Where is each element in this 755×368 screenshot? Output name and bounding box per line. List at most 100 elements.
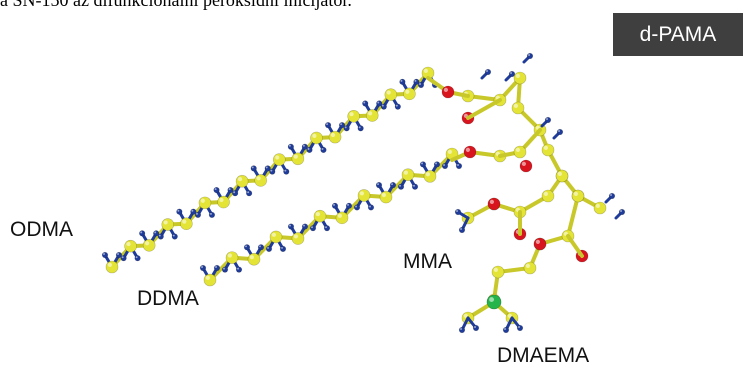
hydrogen-atom	[235, 266, 243, 273]
carbon-atom-highlight	[337, 213, 342, 218]
hydrogen-atom-highlight	[421, 162, 423, 165]
hydrogen-atom	[134, 255, 141, 262]
hydrogen-atom	[508, 70, 516, 78]
hydrogen-atom-highlight	[209, 212, 212, 215]
hydrogen-atom	[139, 230, 146, 237]
hydrogen-atom-highlight	[177, 209, 180, 212]
carbon-atom	[384, 88, 398, 101]
hydrogen-atom	[353, 204, 361, 211]
hydrogen-atom-highlight	[215, 266, 218, 268]
hydrogen-atom	[176, 208, 183, 215]
hydrogen-atom-highlight	[435, 162, 437, 165]
hydrogen-atom-highlight	[610, 194, 613, 197]
hydrogen-atom-highlight	[288, 144, 291, 147]
hydrogen-atom-highlight	[395, 104, 398, 107]
hydrogen-atom-highlight	[214, 188, 217, 191]
hydrogen-atom-highlight	[228, 188, 231, 191]
hydrogen-atom-highlight	[413, 184, 415, 187]
hydrogen-atom	[526, 52, 534, 60]
hydrogen-atom-highlight	[486, 70, 488, 72]
carbon-atom-highlight	[573, 191, 579, 196]
carbon-atom-highlight	[359, 191, 364, 196]
hydrogen-atom-highlight	[321, 147, 324, 150]
hydrogen-atom	[101, 251, 109, 259]
hydrogen-atom	[556, 128, 564, 136]
oxygen-atom	[441, 85, 455, 99]
carbon-atom-highlight	[368, 111, 373, 116]
carbon-atom	[180, 217, 193, 231]
hydrogen-atom	[306, 146, 313, 154]
hydrogen-atom-highlight	[457, 164, 459, 167]
hydrogen-atom-highlight	[223, 267, 226, 270]
hydrogen-atom	[441, 162, 449, 170]
hydrogen-atom-highlight	[344, 126, 347, 129]
hydrogen-atom-highlight	[195, 212, 198, 215]
hydrogen-atom-highlight	[355, 205, 357, 208]
carbon-atom	[198, 196, 212, 210]
hydrogen-atom-highlight	[270, 169, 273, 172]
hydrogen-atom-highlight	[443, 164, 445, 167]
hydrogen-atom	[246, 190, 253, 197]
hydrogen-atom	[389, 181, 397, 189]
carbon-atom-highlight	[543, 145, 549, 150]
carbon-atom-highlight	[330, 132, 336, 138]
hydrogen-atom-highlight	[528, 54, 531, 56]
hydrogen-atom	[411, 183, 419, 190]
oxygen-atom	[533, 237, 547, 251]
oxygen-atom	[463, 145, 477, 159]
hydrogen-atom-highlight	[546, 118, 549, 120]
hydrogen-atom	[157, 233, 164, 240]
carbon-atom-highlight	[513, 103, 519, 108]
carbon-atom-highlight	[515, 73, 521, 78]
ester-bond	[466, 98, 502, 120]
carbon-atom	[335, 211, 349, 225]
carbon-atom	[593, 201, 607, 215]
carbon-atom-highlight	[423, 68, 428, 73]
hydrogen-atom	[257, 244, 265, 251]
hydrogen-atom	[199, 264, 207, 272]
hydrogen-atom-highlight	[414, 79, 417, 82]
hydrogen-atom-highlight	[510, 72, 512, 74]
hydrogen-atom	[484, 68, 492, 76]
oxygen-atom	[519, 159, 533, 173]
hydrogen-atom	[269, 168, 276, 175]
hydrogen-atom-highlight	[504, 328, 506, 330]
hydrogen-atom	[458, 226, 466, 234]
hydrogen-atom	[397, 183, 405, 190]
hydrogen-atom	[331, 202, 339, 209]
hydrogen-atom-highlight	[140, 231, 143, 234]
hydrogen-atom	[417, 81, 425, 89]
carbon-atom	[272, 153, 286, 166]
carbon-atom	[105, 260, 119, 274]
hydrogen-atom	[221, 266, 229, 273]
hydrogen-atom-highlight	[154, 231, 157, 234]
carbon-atom	[357, 189, 371, 202]
hydrogen-atom-highlight	[281, 246, 283, 249]
carbon-atom-highlight	[163, 220, 168, 225]
hydrogen-atom-highlight	[460, 228, 462, 231]
hydrogen-atom	[320, 146, 327, 154]
hydrogen-atom-highlight	[103, 253, 105, 256]
d-pama-badge: d-PAMA	[613, 13, 743, 56]
hydrogen-atom	[472, 324, 480, 332]
carbon-atom	[142, 239, 156, 252]
hydrogen-atom-highlight	[245, 245, 248, 248]
hydrogen-atom-highlight	[158, 234, 161, 237]
hydrogen-atom-highlight	[620, 210, 623, 213]
hydrogen-atom-highlight	[191, 209, 194, 212]
hydrogen-atom-highlight	[117, 253, 119, 256]
hydrogen-atom-highlight	[419, 83, 421, 85]
oxygen-atom-highlight	[521, 161, 527, 166]
hydrogen-atom	[433, 161, 441, 168]
carbon-atom-highlight	[381, 192, 386, 198]
hydrogen-atom	[458, 326, 466, 334]
caption-fragment: a SN-150 az difunkcionálni peroksidni in…	[0, 0, 352, 10]
carbon-atom-highlight	[315, 211, 320, 217]
oxygen-atom-highlight	[465, 147, 470, 152]
hydrogen-atom-highlight	[302, 144, 305, 147]
carbon-atom	[347, 109, 360, 123]
carbon-atom-highlight	[182, 219, 187, 224]
nitrogen-atom	[486, 294, 502, 310]
hydrogen-atom-highlight	[340, 123, 343, 126]
